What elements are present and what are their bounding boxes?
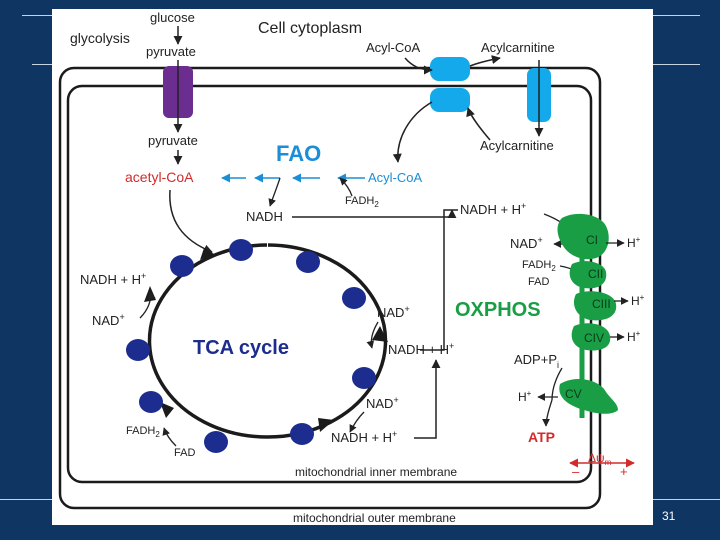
membrane-potential-plus: + — [620, 464, 628, 479]
oxphos-title: OXPHOS — [455, 299, 541, 321]
tca-arrowhead-bottom-left — [160, 402, 174, 418]
fao-nadh-to-oxphos-arrow — [292, 209, 457, 219]
tca-title: TCA cycle — [193, 337, 289, 359]
tca-node — [229, 239, 253, 261]
ciii-proton-label: H+ — [631, 293, 645, 308]
tca-node — [139, 391, 163, 413]
civ-proton-label: H+ — [627, 329, 641, 344]
tca-arrowhead-bottom-right — [318, 418, 334, 432]
carnitine-carrier-inner — [430, 88, 470, 112]
adp-pi-label: ADP+Pi — [514, 352, 559, 370]
glycolysis-label: glycolysis — [70, 30, 130, 46]
tca-node — [126, 339, 150, 361]
membrane-potential-minus: – — [572, 464, 580, 479]
complex-i-label: CI — [586, 233, 598, 247]
complex-ii-label: CII — [588, 267, 603, 281]
tca-arrowhead-right — [372, 326, 388, 342]
tca-fadh2-label: FADH2 — [126, 425, 160, 439]
tca-bottom-nad-label: NAD+ — [366, 395, 399, 411]
acyl-coa-cytoplasm-label: Acyl-CoA — [366, 40, 421, 55]
cv-to-atp-arrow — [542, 399, 553, 427]
inner-membrane-label: mitochondrial inner membrane — [295, 465, 457, 479]
pyruvate-cytoplasm-label: pyruvate — [146, 44, 196, 59]
tca-bottom-cofactor-arrow — [349, 411, 365, 433]
fao-acyl-coa-label: Acyl-CoA — [368, 170, 423, 185]
tca-node — [204, 431, 228, 453]
acetyl-coa-to-tca-arrow — [169, 189, 213, 254]
metabolism-diagram: Cell cytoplasm glycolysis glucose pyruva… — [58, 10, 645, 525]
complex-v — [559, 378, 618, 414]
membrane-potential-label: Δψm — [588, 451, 612, 467]
tca-node — [290, 423, 314, 445]
tca-cycle-ring — [147, 243, 388, 439]
tca-node — [342, 287, 366, 309]
tca-right-nadh-label: NADH + H+ — [388, 341, 454, 357]
metabolism-figure: Cell cytoplasm glycolysis glucose pyruva… — [52, 9, 653, 525]
tca-nadh-to-oxphos-arrow — [414, 359, 441, 439]
acylcarnitine-inner-label: Acylcarnitine — [480, 138, 554, 153]
acyl-coa-to-carrier-arrow — [404, 57, 433, 75]
oxphos-nadh-label: NADH + H+ — [460, 201, 526, 217]
carrier-to-acyl-coa-arrow — [392, 101, 433, 163]
tca-bottom-nadh-label: NADH + H+ — [331, 429, 397, 445]
tca-fad-label: FAD — [174, 447, 195, 459]
tca-left-cofactor-arrow — [139, 291, 156, 319]
fadh2-branch-arrow — [339, 177, 353, 197]
oxphos-fadh2-label: FADH2 — [522, 259, 556, 273]
complex-iv-label: CIV — [584, 331, 604, 345]
cytoplasm-title: Cell cytoplasm — [258, 20, 362, 37]
oxphos-fad-label: FAD — [528, 276, 549, 288]
tca-right-nad-label: NAD+ — [377, 304, 410, 320]
tca-intermediates — [126, 239, 376, 453]
atp-label: ATP — [528, 429, 555, 445]
glucose-label: glucose — [150, 10, 195, 25]
acylcarnitine-to-carrier-arrow — [466, 107, 491, 141]
complex-iii-label: CIII — [592, 297, 611, 311]
slide-number: 31 — [662, 509, 676, 523]
tca-left-nad-label: NAD+ — [92, 312, 125, 328]
tca-node — [170, 255, 194, 277]
outer-membrane-label: mitochondrial outer membrane — [293, 511, 456, 525]
pyruvate-inner-label: pyruvate — [148, 133, 198, 148]
ci-proton-label: H+ — [627, 235, 641, 250]
acetyl-coa-label: acetyl-CoA — [125, 169, 194, 185]
carrier-to-acylcarnitine-arrow — [469, 55, 501, 67]
fao-title: FAO — [276, 141, 321, 166]
nadh-branch-arrow — [268, 177, 281, 207]
tca-node — [352, 367, 376, 389]
complex-iii — [573, 291, 617, 321]
outer-membrane — [58, 66, 602, 510]
complex-iv — [571, 323, 611, 351]
fao-nadh-label: NADH — [246, 209, 283, 224]
tca-right-cofactor-arrow — [366, 321, 379, 349]
tca-node — [296, 251, 320, 273]
fao-fadh2-label: FADH2 — [345, 195, 379, 209]
complex-i — [557, 213, 609, 260]
tca-fad-arrow — [162, 427, 177, 447]
complex-v-label: CV — [565, 387, 582, 401]
acylcarnitine-cytoplasm-label: Acylcarnitine — [481, 40, 555, 55]
carnitine-carrier-outer — [430, 57, 470, 81]
oxphos-nad-label: NAD+ — [510, 235, 543, 251]
complex-ii — [569, 261, 607, 289]
cv-h-label: H+ — [518, 389, 532, 404]
tca-left-nadh-label: NADH + H+ — [80, 271, 146, 287]
nadh-feed-to-etc-arrow — [436, 209, 458, 351]
tca-arrowhead-top — [200, 248, 214, 260]
